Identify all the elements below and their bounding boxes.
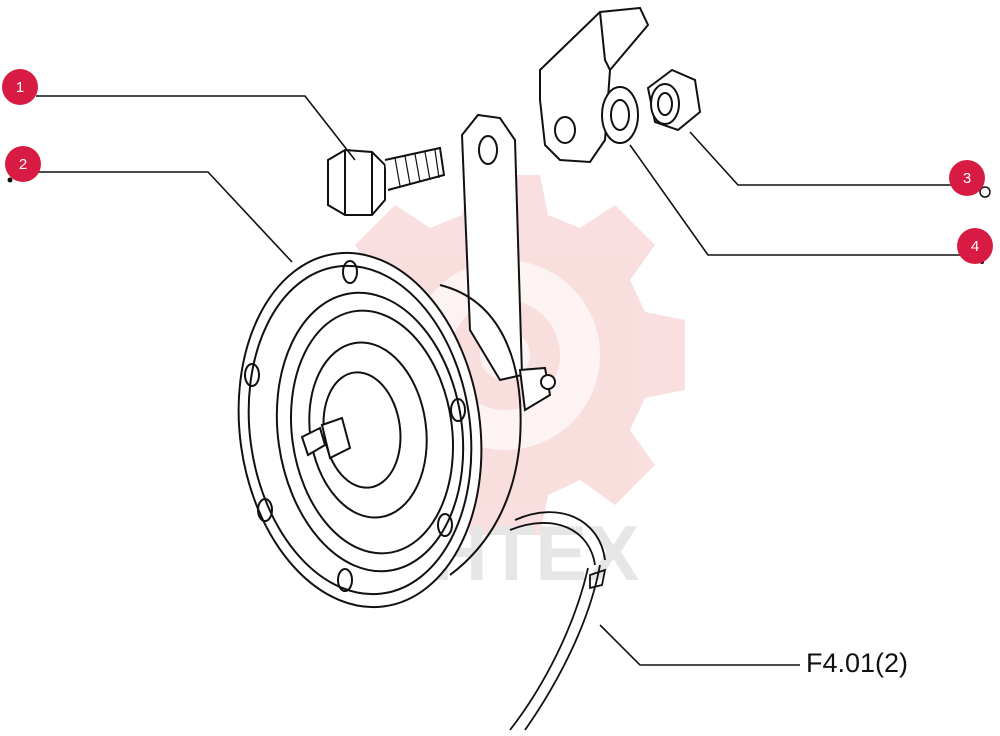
nut (646, 68, 702, 132)
callout-2[interactable]: 2 (5, 146, 41, 182)
bolt (327, 146, 446, 216)
callout-1[interactable]: 1 (2, 69, 38, 105)
callout-2-label: 2 (18, 155, 28, 173)
callout-4[interactable]: 4 (957, 228, 993, 264)
callout-3-label: 3 (962, 169, 972, 187)
reference-code: F4.01(2) (806, 648, 909, 678)
horn (237, 251, 522, 609)
horn-strap (460, 113, 556, 412)
wire-harness (509, 511, 607, 731)
washer (601, 86, 639, 144)
mounting-bracket (539, 6, 650, 164)
callout-3[interactable]: 3 (949, 160, 985, 196)
callout-1-label: 1 (15, 78, 25, 96)
leader-lines (36, 95, 962, 666)
callout-4-label: 4 (970, 237, 980, 255)
